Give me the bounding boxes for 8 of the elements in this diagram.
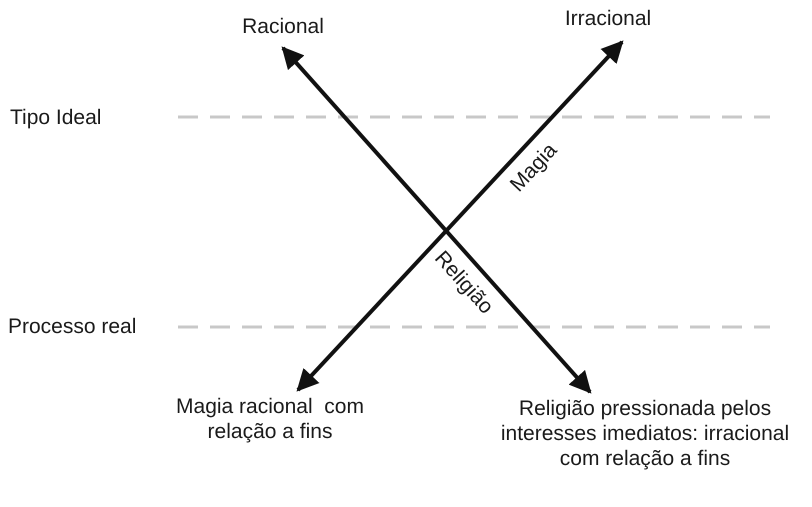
level-label: Processo real <box>8 314 136 339</box>
level-label: Tipo Ideal <box>10 105 102 130</box>
double-headed-arrow <box>282 46 592 394</box>
double-headed-arrow <box>296 40 624 392</box>
pole-label: Religião pressionada pelos interesses imediatos: irracional com relação a fins <box>480 396 810 471</box>
pole-label: Irracional <box>548 6 668 31</box>
pole-label: Racional <box>228 14 338 39</box>
pole-label: Magia racional com relação a fins <box>150 394 390 444</box>
